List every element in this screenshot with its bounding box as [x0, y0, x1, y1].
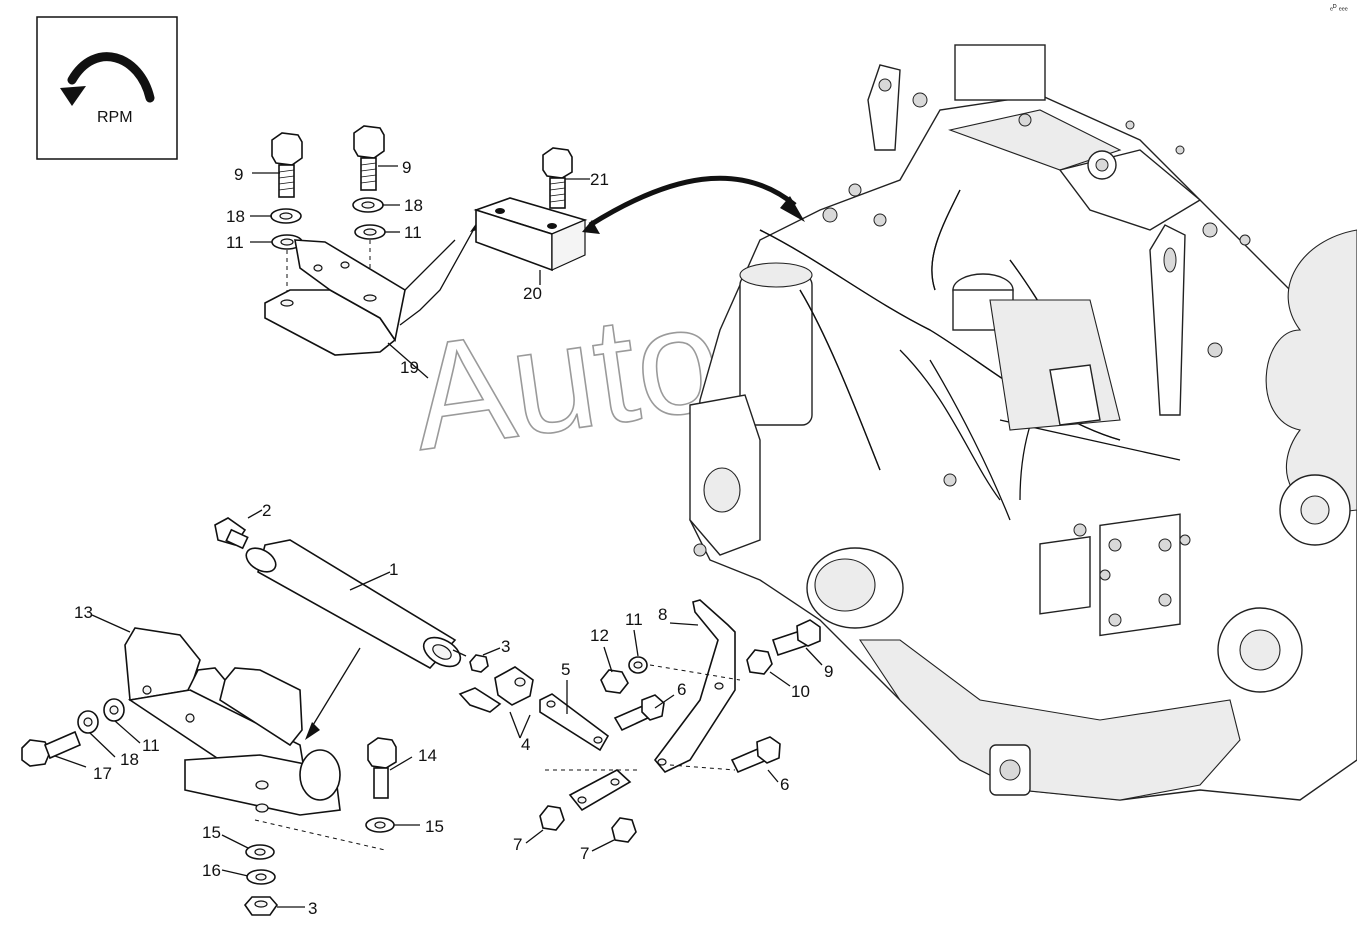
- bolt-9-lower: [771, 619, 821, 657]
- nut-3-lower: [243, 896, 279, 916]
- bolt-21: [542, 147, 573, 209]
- callout-9: 9: [402, 158, 411, 177]
- callout-11: 11: [142, 736, 160, 755]
- callout-15: 15: [425, 817, 444, 836]
- cylinder-1: [245, 539, 467, 670]
- rpm-label: RPM: [97, 109, 133, 126]
- nut-10: [746, 649, 773, 675]
- nut-12: [600, 669, 629, 694]
- bolt-6-upper: [613, 694, 665, 732]
- plate-5: [539, 693, 610, 752]
- callout-11: 11: [625, 610, 643, 629]
- bracket-19: [264, 239, 406, 356]
- plate-small: [568, 769, 632, 812]
- nut-3-upper: [469, 654, 489, 673]
- callout-11: 11: [404, 223, 422, 242]
- clevis-4: [458, 666, 534, 713]
- bracket-8: [653, 599, 736, 773]
- callout-14: 14: [418, 746, 437, 765]
- callout-17: 17: [93, 764, 112, 783]
- corner-mark: ₑᴰ ₑₑₑ: [1330, 3, 1348, 12]
- bolt-9-right: [353, 125, 385, 191]
- nut-7-right: [611, 817, 637, 843]
- fitting-2: [214, 517, 249, 550]
- callout-18: 18: [120, 750, 139, 769]
- callout-18: 18: [226, 207, 245, 226]
- bolt-9-left: [271, 132, 303, 198]
- callout-6: 6: [780, 775, 789, 794]
- callout-21: 21: [590, 170, 609, 189]
- callout-20: 20: [523, 284, 542, 303]
- bolt-17: [21, 730, 82, 767]
- nut-7-left: [539, 805, 565, 831]
- callout-3: 3: [308, 899, 317, 918]
- callout-7: 7: [580, 844, 589, 863]
- rotation-arrow-icon: [60, 52, 155, 106]
- rpm-direction-box: RPM: [36, 16, 178, 160]
- bolt-14: [367, 737, 397, 799]
- callout-1: 1: [389, 560, 398, 579]
- callout-9: 9: [234, 165, 243, 184]
- callout-numbers: 9 18 11 9 18 11 19 20 21 2 1 13 3 4 5 12…: [74, 158, 833, 918]
- callout-11: 11: [226, 233, 244, 252]
- callout-15: 15: [202, 823, 221, 842]
- callout-18: 18: [404, 196, 423, 215]
- callout-3: 3: [501, 637, 510, 656]
- bolt-6-lower: [730, 736, 781, 774]
- callout-4: 4: [521, 735, 530, 754]
- callout-12: 12: [590, 626, 609, 645]
- engine-assembly: [689, 44, 1357, 801]
- callout-9: 9: [824, 662, 833, 681]
- spacer-block-20: [473, 197, 588, 272]
- leader-lines: [54, 165, 823, 908]
- guard-13: [124, 627, 341, 816]
- callout-7: 7: [513, 835, 522, 854]
- callout-8: 8: [658, 605, 667, 624]
- callout-2: 2: [262, 501, 271, 520]
- callout-19: 19: [400, 358, 419, 377]
- callout-10: 10: [791, 682, 810, 701]
- callout-5: 5: [561, 660, 570, 679]
- callout-13: 13: [74, 603, 93, 622]
- callout-16: 16: [202, 861, 221, 880]
- callout-6: 6: [677, 680, 686, 699]
